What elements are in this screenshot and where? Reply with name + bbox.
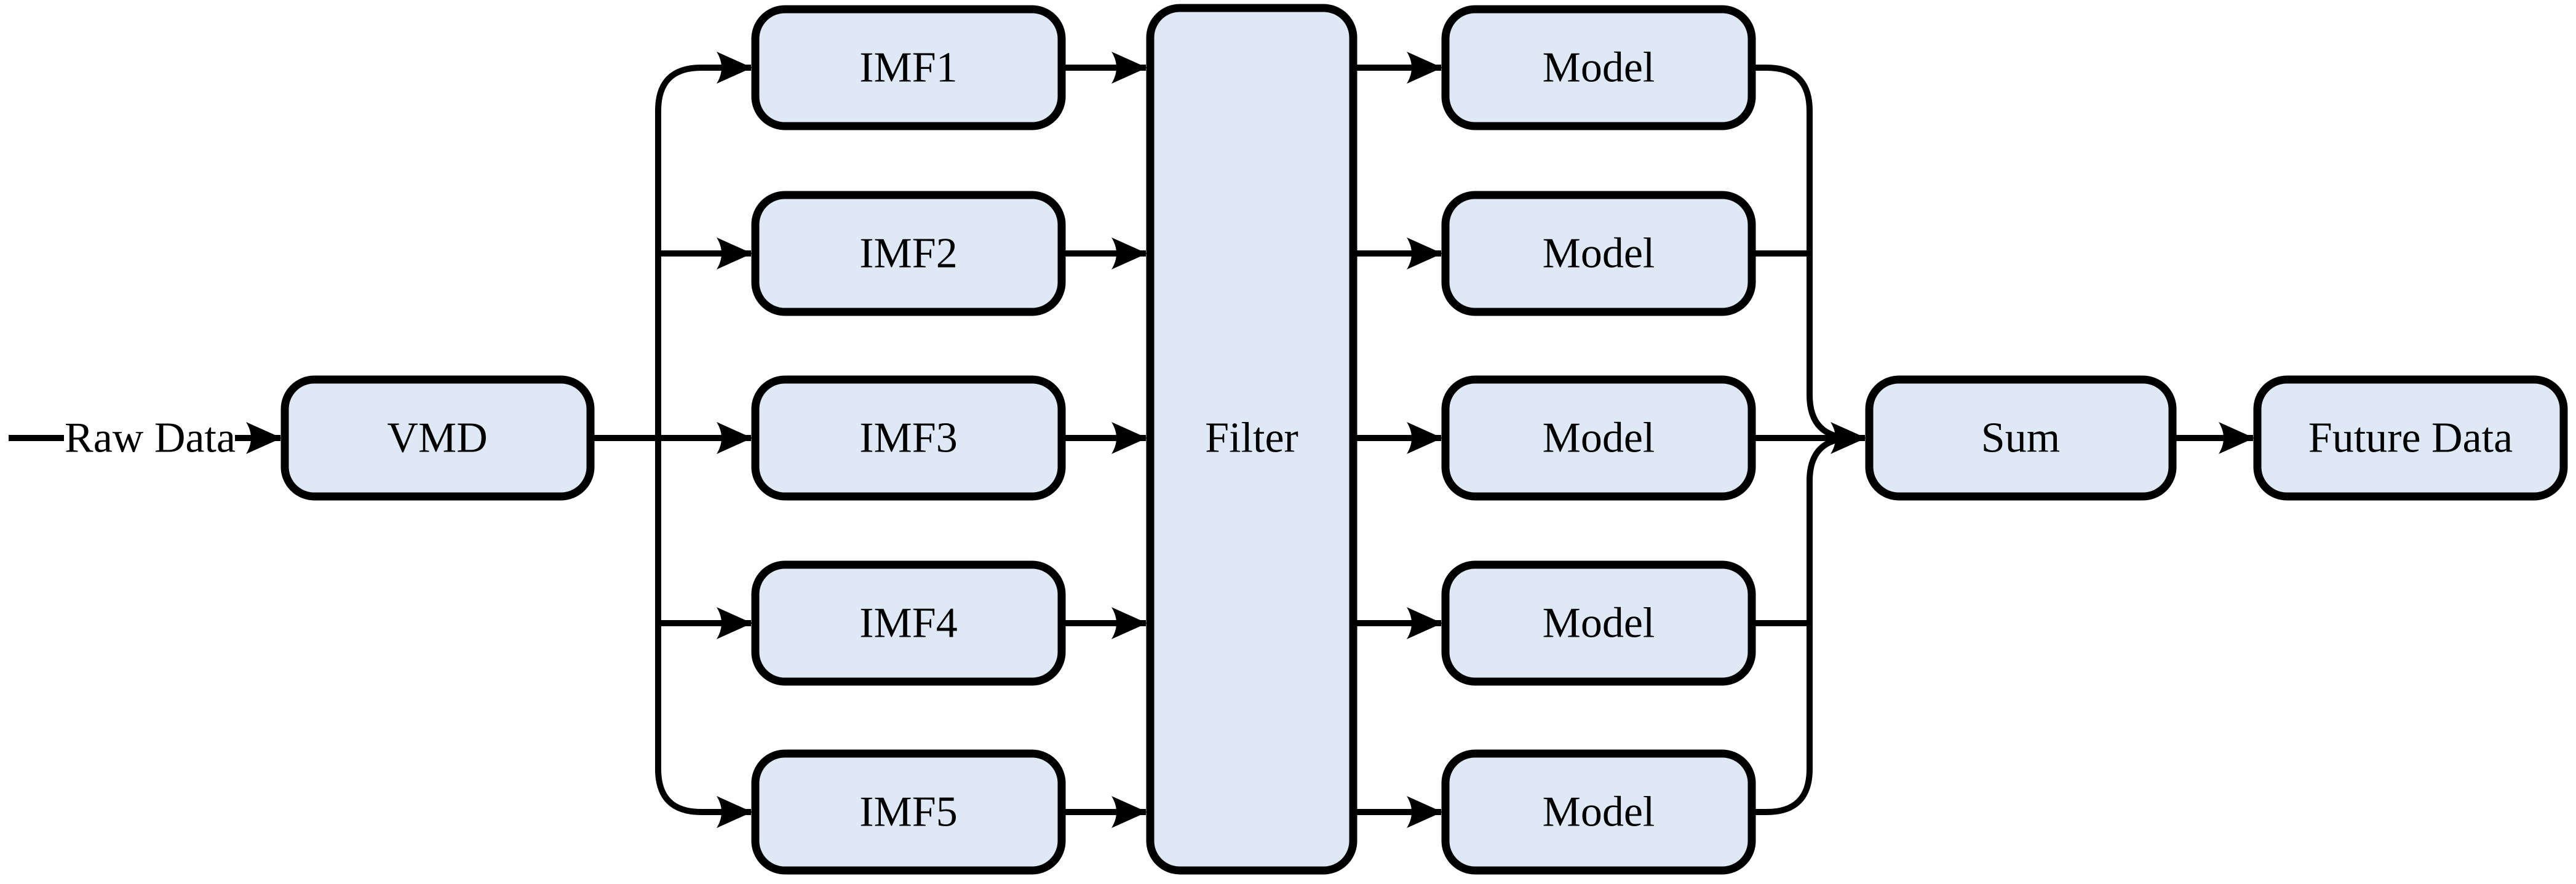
node-imf1: IMF1 bbox=[751, 5, 1066, 130]
imf2-box bbox=[751, 191, 1066, 316]
model4-box bbox=[1441, 560, 1756, 686]
model1-box bbox=[1441, 5, 1756, 130]
node-sum: Sum bbox=[1865, 375, 2177, 501]
node-future-data: Future Data bbox=[2253, 375, 2568, 501]
node-imf3: IMF3 bbox=[751, 375, 1066, 501]
node-imf4: IMF4 bbox=[751, 560, 1066, 686]
imf4-label: IMF4 bbox=[859, 600, 957, 647]
connector-branch-to-imf1 bbox=[655, 52, 752, 438]
input-label: Raw Data bbox=[65, 415, 236, 462]
vmd-label: VMD bbox=[387, 415, 487, 462]
node-vmd: VMD bbox=[280, 375, 595, 501]
node-model5: Model bbox=[1441, 749, 1756, 875]
sum-label: Sum bbox=[1981, 415, 2060, 462]
imf1-label: IMF1 bbox=[859, 44, 957, 92]
node-model2: Model bbox=[1441, 191, 1756, 316]
node-model3: Model bbox=[1441, 375, 1756, 501]
model2-label: Model bbox=[1543, 230, 1655, 277]
filter-box bbox=[1146, 4, 1358, 875]
future-data-box bbox=[2253, 375, 2568, 501]
model2-box bbox=[1441, 191, 1756, 316]
vmd-box bbox=[280, 375, 595, 501]
imf3-box bbox=[751, 375, 1066, 501]
node-imf5: IMF5 bbox=[751, 749, 1066, 875]
imf1-box bbox=[751, 5, 1066, 130]
model5-label: Model bbox=[1543, 789, 1655, 836]
model3-label: Model bbox=[1543, 415, 1655, 462]
model5-box bbox=[1441, 749, 1756, 875]
node-imf2: IMF2 bbox=[751, 191, 1066, 316]
model4-label: Model bbox=[1543, 600, 1655, 647]
sum-box bbox=[1865, 375, 2177, 501]
connectors bbox=[9, 52, 2254, 828]
node-model1: Model bbox=[1441, 5, 1756, 130]
filter-label: Filter bbox=[1205, 415, 1298, 462]
imf5-box bbox=[751, 749, 1066, 875]
imf4-box bbox=[751, 560, 1066, 686]
node-filter: Filter bbox=[1146, 4, 1358, 875]
future-data-label: Future Data bbox=[2308, 415, 2513, 462]
imf3-label: IMF3 bbox=[859, 415, 957, 462]
imf5-label: IMF5 bbox=[859, 789, 957, 836]
model1-label: Model bbox=[1543, 44, 1655, 92]
imf2-label: IMF2 bbox=[859, 230, 957, 277]
connector-branch-to-imf5 bbox=[655, 438, 752, 828]
model3-box bbox=[1441, 375, 1756, 501]
node-model4: Model bbox=[1441, 560, 1756, 686]
